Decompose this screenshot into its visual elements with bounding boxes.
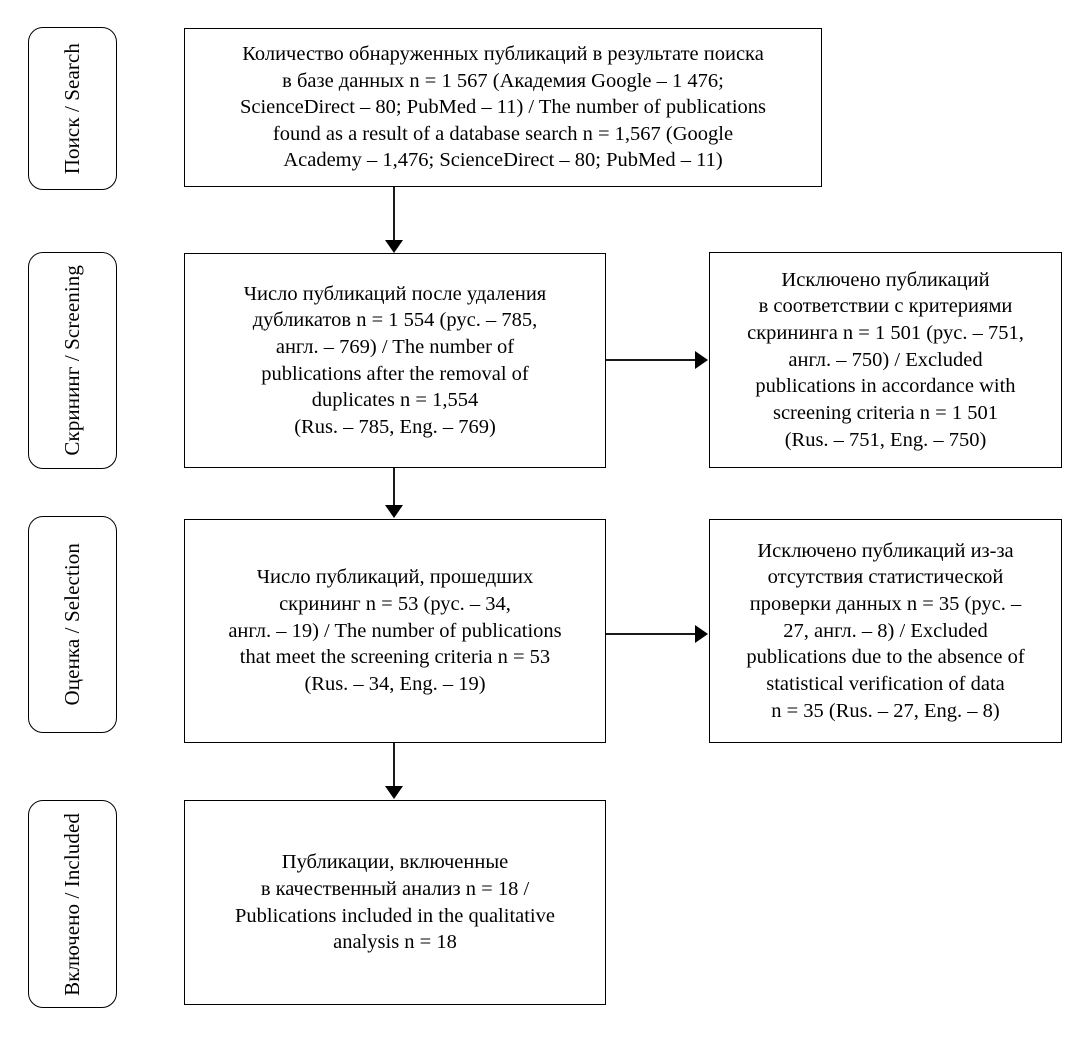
stage-label-included: Включено / Included — [60, 812, 85, 996]
flow-box-passed-screening-text: Число публикаций, прошедших скрининг n =… — [228, 566, 562, 695]
stage-box-included: Включено / Included — [28, 800, 117, 1008]
flow-box-included-qualitative: Публикации, включенные в качественный ан… — [184, 800, 606, 1005]
flow-box-after-duplicates: Число публикаций после удаления дубликат… — [184, 253, 606, 468]
connector-after-duplicates-to-passed-screening — [393, 468, 395, 506]
arrowhead-down-identification — [385, 240, 403, 253]
flow-box-excluded-no-statistics-text: Исключено публикаций из-за отсутствия ст… — [746, 539, 1025, 722]
flow-box-excluded-no-statistics: Исключено публикаций из-за отсутствия ст… — [709, 519, 1062, 743]
flow-box-identification-text: Количество обнаруженных публикаций в рез… — [239, 42, 767, 172]
connector-passed-screening-to-included-qualitative — [393, 743, 395, 787]
flow-box-after-duplicates-text: Число публикаций после удаления дубликат… — [243, 282, 547, 438]
connector-identification-to-after-duplicates — [393, 187, 395, 241]
flow-box-included-qualitative-text: Публикации, включенные в качественный ан… — [235, 851, 555, 954]
flow-box-excluded-screening: Исключено публикаций в соответствии с кр… — [709, 252, 1062, 468]
flow-box-passed-screening: Число публикаций, прошедших скрининг n =… — [184, 519, 606, 743]
connector-after-duplicates-to-excluded-screening — [606, 359, 696, 361]
stage-label-selection: Оценка / Selection — [60, 543, 85, 706]
flow-box-excluded-screening-text: Исключено публикаций в соответствии с кр… — [747, 268, 1024, 451]
arrowhead-down-after-duplicates — [385, 505, 403, 518]
stage-label-search: Поиск / Search — [60, 42, 85, 175]
connector-passed-screening-to-excluded-no-statistics — [606, 633, 696, 635]
arrowhead-right-excluded-screening — [695, 351, 708, 369]
flow-box-identification: Количество обнаруженных публикаций в рез… — [184, 28, 822, 187]
arrowhead-right-excluded-no-statistics — [695, 625, 708, 643]
stage-box-selection: Оценка / Selection — [28, 516, 117, 733]
stage-box-screening: Скрининг / Screening — [28, 252, 117, 469]
stage-label-screening: Скрининг / Screening — [60, 265, 85, 456]
stage-box-search: Поиск / Search — [28, 27, 117, 190]
arrowhead-down-passed-screening — [385, 786, 403, 799]
